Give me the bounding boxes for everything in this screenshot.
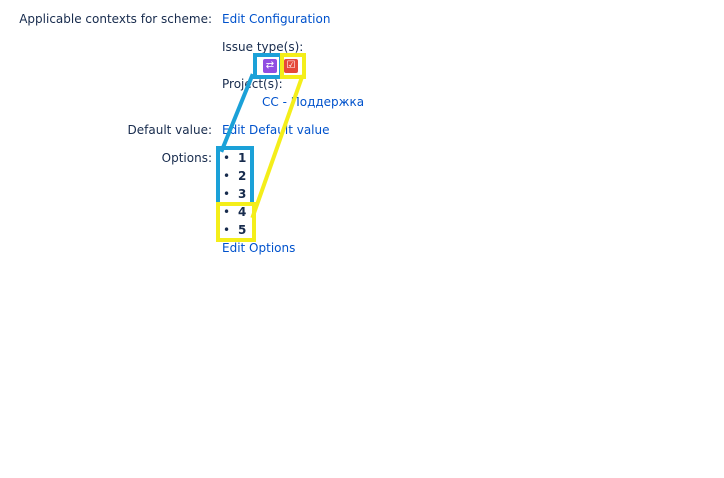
options-label: Options: xyxy=(161,151,212,165)
edit-default-value-link[interactable]: Edit Default value xyxy=(222,123,330,137)
options-list: •1 •2 •3 •4 •5 xyxy=(222,149,246,239)
default-value-label: Default value: xyxy=(127,123,212,137)
list-item: •5 xyxy=(223,223,247,237)
option-value: 4 xyxy=(238,205,247,219)
issue-types-label: Issue type(s): xyxy=(222,40,304,54)
contexts-label: Applicable contexts for scheme: xyxy=(19,12,212,26)
list-item: •4 xyxy=(223,205,247,219)
edit-configuration-link[interactable]: Edit Configuration xyxy=(222,12,331,26)
list-item: •2 xyxy=(223,169,247,183)
list-item: •1 xyxy=(223,151,247,165)
option-value: 3 xyxy=(238,187,247,201)
task-icon-glyph: ☑ xyxy=(286,60,296,71)
subtask-icon-glyph: ⇄ xyxy=(265,60,275,71)
edit-options-link[interactable]: Edit Options xyxy=(222,241,296,255)
option-value: 5 xyxy=(238,223,247,237)
projects-label: Project(s): xyxy=(222,77,283,91)
option-value: 1 xyxy=(238,151,247,165)
project-link[interactable]: CC - Поддержка xyxy=(262,95,365,109)
subtask-icon: ⇄ xyxy=(263,59,277,73)
task-icon: ☑ xyxy=(284,59,298,73)
list-item: •3 xyxy=(223,187,247,201)
option-value: 2 xyxy=(238,169,247,183)
